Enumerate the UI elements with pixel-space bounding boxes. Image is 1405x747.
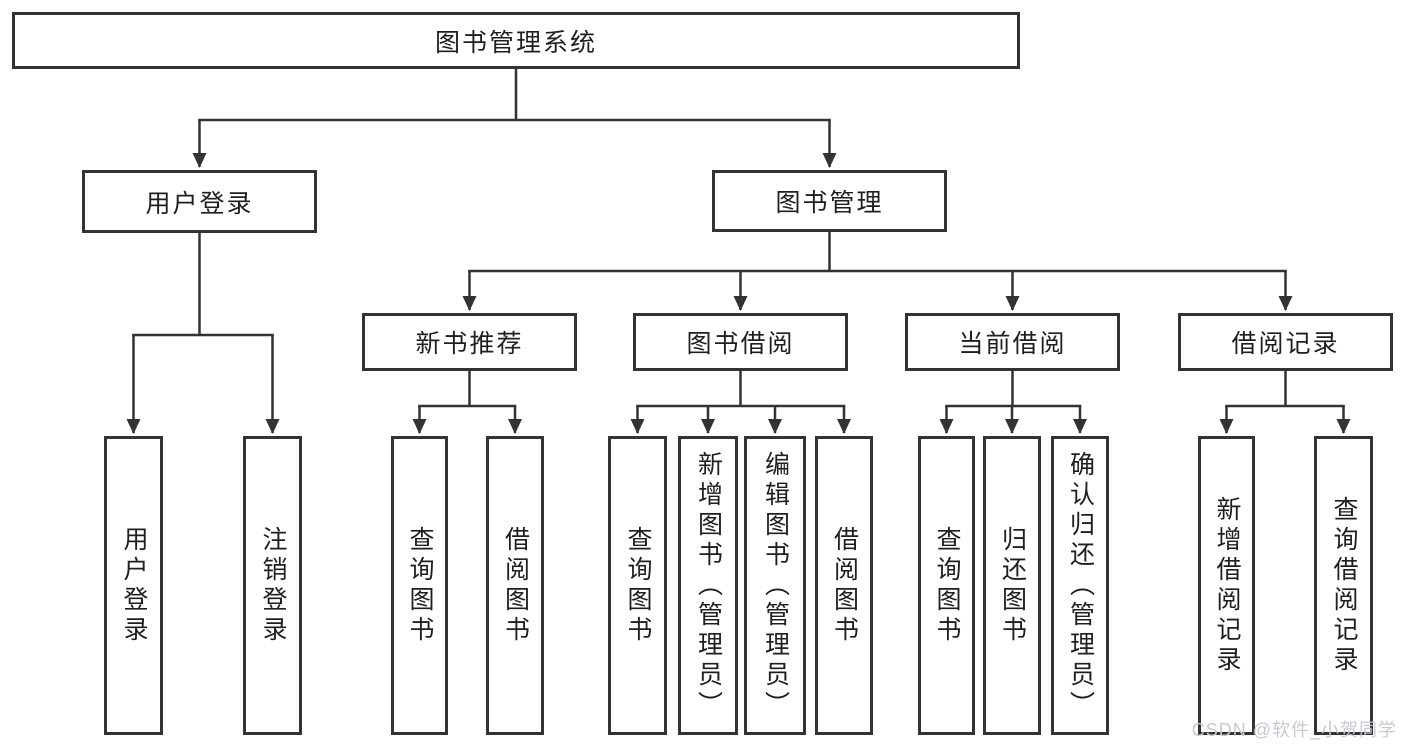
leaf-records-query-record: 查询借阅记录 [1314, 436, 1373, 735]
node-book-borrow: 图书借阅 [633, 313, 848, 371]
watermark: CSDN @软件_小贺同学 [1191, 720, 1397, 740]
node-user-login: 用户登录 [82, 170, 317, 233]
node-root: 图书管理系统 [12, 12, 1020, 69]
node-new-book-recommend: 新书推荐 [362, 313, 577, 371]
leaf-current-return-books: 归还图书 [983, 436, 1041, 735]
leaf-borrow-query-books: 查询图书 [608, 436, 667, 735]
leaf-borrow-borrow-books: 借阅图书 [815, 436, 873, 735]
leaf-newbooks-borrow-books: 借阅图书 [486, 436, 544, 735]
leaf-records-add-record: 新增借阅记录 [1198, 436, 1255, 735]
leaf-current-confirm-return-admin: 确认归还（管理员） [1051, 436, 1109, 735]
leaf-current-query-books: 查询图书 [918, 436, 975, 735]
leaf-user-login: 用户登录 [104, 436, 163, 735]
leaf-borrow-add-books-admin: 新增图书（管理员） [678, 436, 738, 735]
leaf-logout: 注销登录 [243, 436, 302, 735]
node-current-borrow: 当前借阅 [905, 313, 1120, 371]
leaf-borrow-edit-books-admin: 编辑图书（管理员） [744, 436, 806, 735]
leaf-newbooks-query-books: 查询图书 [391, 436, 448, 735]
node-borrow-records: 借阅记录 [1178, 313, 1393, 371]
node-book-management: 图书管理 [712, 170, 947, 232]
